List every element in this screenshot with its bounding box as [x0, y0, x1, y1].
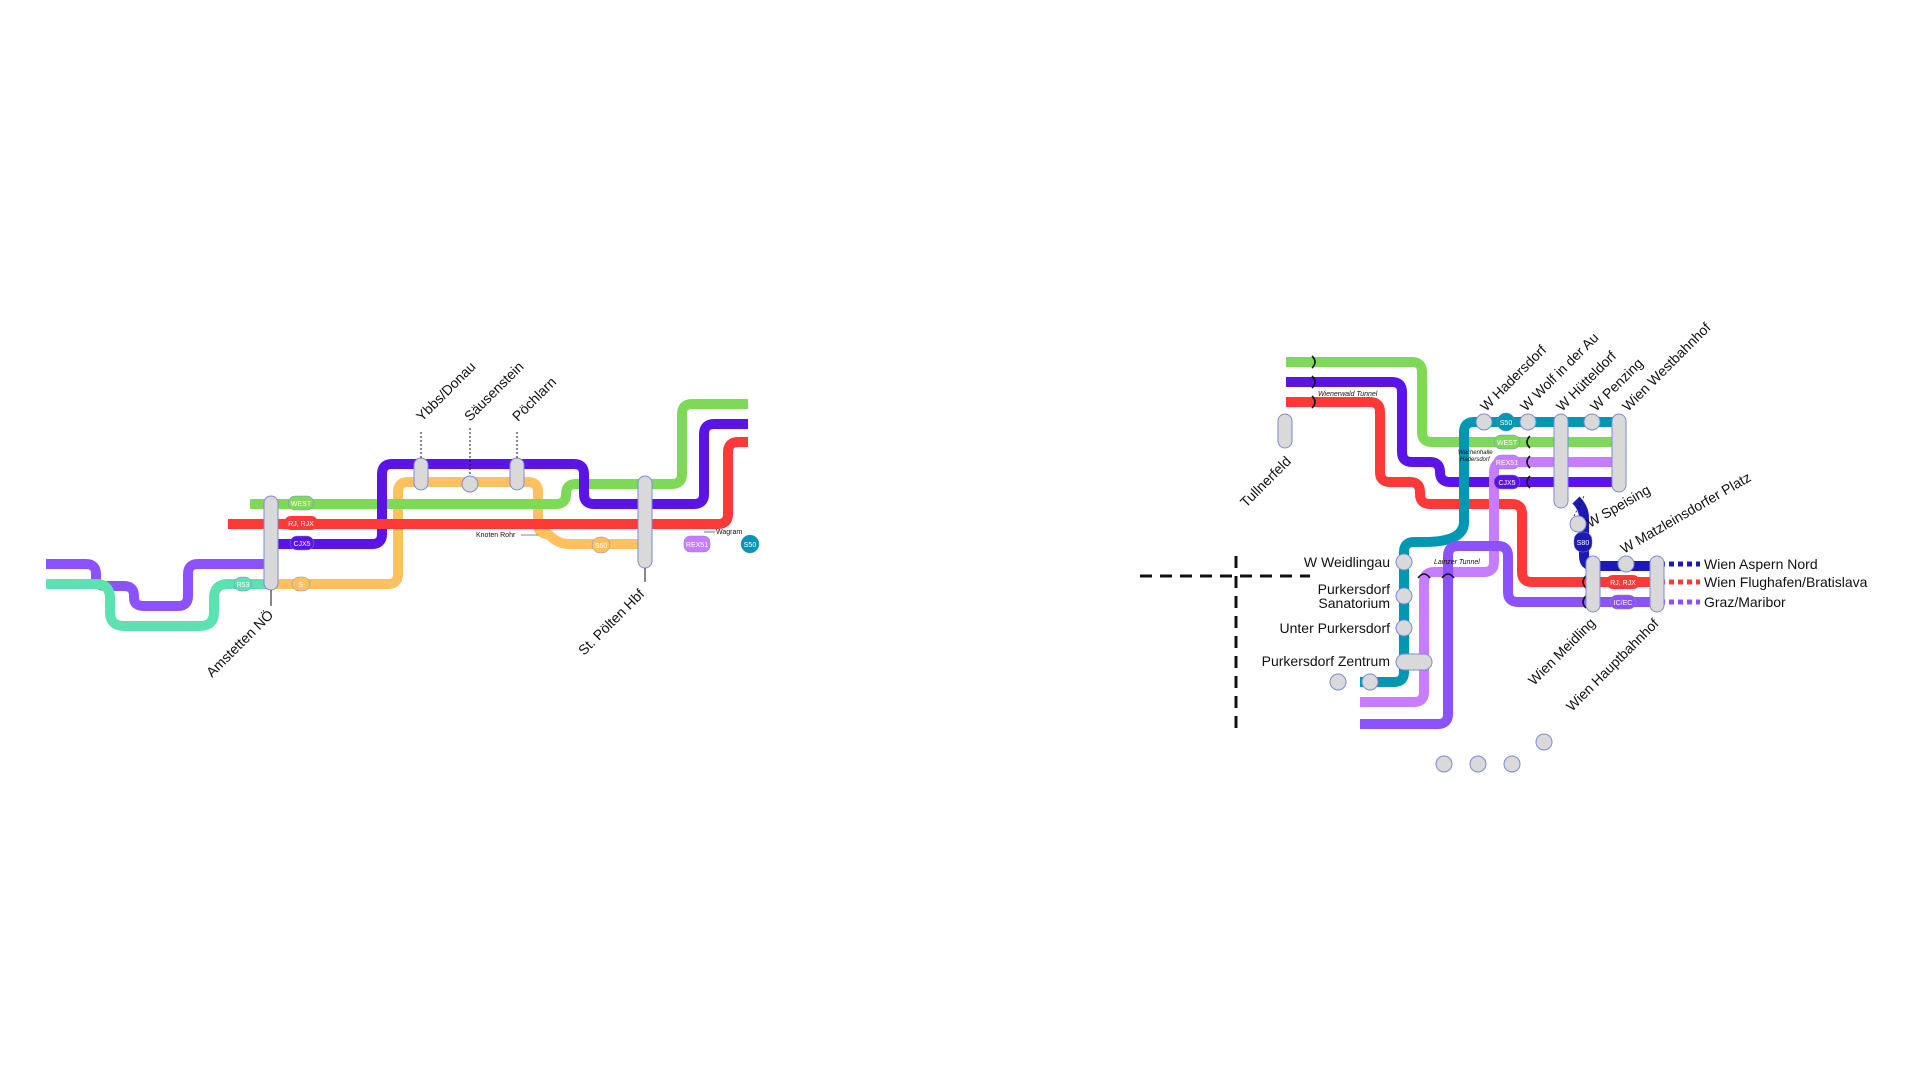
label-matzleinsdorf: W Matzleinsdorfer Platz: [1618, 469, 1754, 557]
svg-text:WEST: WEST: [1497, 440, 1518, 447]
label-dest-graz: Graz/Maribor: [1704, 594, 1786, 610]
station-tullnerfeld[interactable]: [1277, 413, 1293, 449]
svg-text:CJX5: CJX5: [293, 541, 310, 548]
badge-r53-left: R53: [233, 576, 253, 592]
station-purkersdorf-zentrum[interactable]: [1395, 653, 1433, 671]
label-dest-flughafen: Wien Flughafen/Bratislava: [1704, 574, 1868, 590]
station-meidling[interactable]: [1585, 555, 1601, 613]
line-west-right: [1286, 357, 1620, 447]
station-unlabeled-4[interactable]: [1469, 755, 1487, 773]
station-wolf[interactable]: [1519, 413, 1537, 431]
svg-text:R53: R53: [237, 582, 250, 589]
svg-text:REX51: REX51: [1496, 460, 1518, 467]
badge-s80-right: S80: [1573, 531, 1593, 553]
line-mint-left: [46, 579, 270, 631]
left-map: WEST RJ, RJX CJX5 R53 S S60 REX51 S50: [46, 358, 760, 680]
station-amstetten[interactable]: [263, 495, 279, 591]
station-weidlingau[interactable]: [1395, 553, 1413, 571]
label-weidlingau: W Weidlingau: [1304, 554, 1390, 570]
badge-s60-left: S60: [591, 536, 611, 554]
badge-west-right: WEST: [1493, 434, 1521, 450]
svg-text:CJX5: CJX5: [1498, 480, 1515, 487]
line-purple-left: [46, 559, 270, 611]
station-saeusenstein[interactable]: [461, 475, 479, 493]
badge-s-left: S: [291, 576, 311, 592]
line-orange-left: [270, 477, 648, 589]
badge-west-left: WEST: [287, 495, 315, 511]
svg-text:REX51: REX51: [686, 542, 708, 549]
station-penzing[interactable]: [1583, 413, 1601, 431]
svg-text:S80: S80: [1577, 540, 1590, 547]
line-rj-right: [1286, 397, 1660, 587]
badge-s50-left: S50: [740, 534, 760, 554]
label-st-poelten: St. Pölten Hbf: [575, 586, 647, 658]
badge-s50-right: S50: [1496, 412, 1516, 432]
station-matzleinsdorf[interactable]: [1617, 555, 1635, 573]
right-map: S50 WEST REX51 CJX5 S80 RJ, RJX IC/EC Wi…: [1140, 319, 1868, 773]
station-ybbs[interactable]: [413, 457, 429, 491]
svg-text:IC/EC: IC/EC: [1614, 600, 1633, 607]
station-unlabeled-3[interactable]: [1435, 755, 1453, 773]
svg-text:S60: S60: [595, 543, 608, 550]
station-unter-purkersdorf[interactable]: [1395, 619, 1413, 637]
station-poechlarn[interactable]: [509, 457, 525, 491]
station-speising[interactable]: [1569, 515, 1587, 533]
svg-text:S: S: [299, 582, 304, 589]
badge-rj-right: RJ, RJX: [1606, 575, 1640, 589]
line-s50-right: [1360, 417, 1620, 687]
label-dest-aspern: Wien Aspern Nord: [1704, 556, 1818, 572]
line-purple-south-right: [1360, 541, 1660, 729]
station-st-poelten[interactable]: [637, 475, 653, 569]
station-purkersdorf-sanatorium[interactable]: [1395, 587, 1413, 605]
label-knoten-rohr: Knoten Rohr: [476, 532, 516, 539]
badge-rex51-right: REX51: [1493, 454, 1521, 470]
svg-text:S50: S50: [744, 542, 757, 549]
badge-rj-left: RJ, RJX: [284, 516, 318, 530]
station-unlabeled-2[interactable]: [1361, 673, 1379, 691]
station-unlabeled-5[interactable]: [1503, 755, 1521, 773]
label-purkersdorf-zentrum: Purkersdorf Zentrum: [1262, 653, 1390, 669]
station-hadersdorf[interactable]: [1475, 413, 1493, 431]
label-tullnerfeld: Tullnerfeld: [1237, 453, 1294, 510]
station-unlabeled-6[interactable]: [1535, 733, 1553, 751]
station-unlabeled-1[interactable]: [1329, 673, 1347, 691]
svg-text:RJ, RJX: RJ, RJX: [288, 521, 314, 528]
label-poechlarn: Pöchlarn: [509, 374, 559, 424]
svg-text:RJ, RJX: RJ, RJX: [1610, 580, 1636, 587]
label-wagram: Wagram: [716, 529, 742, 536]
badge-icec-right: IC/EC: [1609, 594, 1637, 610]
svg-text:S50: S50: [1500, 420, 1513, 427]
station-westbahnhof[interactable]: [1611, 413, 1627, 493]
line-cjx-right: [1286, 377, 1620, 487]
svg-text:WEST: WEST: [291, 501, 312, 508]
station-huetteldorf[interactable]: [1553, 413, 1569, 509]
label-unter-purkersdorf: Unter Purkersdorf: [1280, 620, 1391, 636]
line-west-left: [250, 399, 748, 509]
badge-cjx-right: CJX5: [1493, 474, 1521, 490]
badge-cjx-left: CJX5: [289, 535, 315, 551]
badge-rex51-left: REX51: [683, 535, 711, 553]
station-hauptbahnhof[interactable]: [1649, 555, 1665, 613]
label-purkersdorf-sanatorium-1: Purkersdorf: [1318, 581, 1390, 597]
label-wienerwald-tunnel: Wienerwald Tunnel: [1318, 391, 1378, 398]
line-rj-left: [228, 437, 748, 529]
label-wienerwald-south-2: Hadersdorf: [1460, 457, 1491, 463]
label-wienerwald-south-1: Wachenhalle: [1458, 450, 1493, 456]
label-purkersdorf-sanatorium-2: Sanatorium: [1318, 595, 1390, 611]
line-rex-right: [1360, 457, 1620, 707]
label-lainzer-tunnel: Lainzer Tunnel: [1434, 559, 1480, 566]
